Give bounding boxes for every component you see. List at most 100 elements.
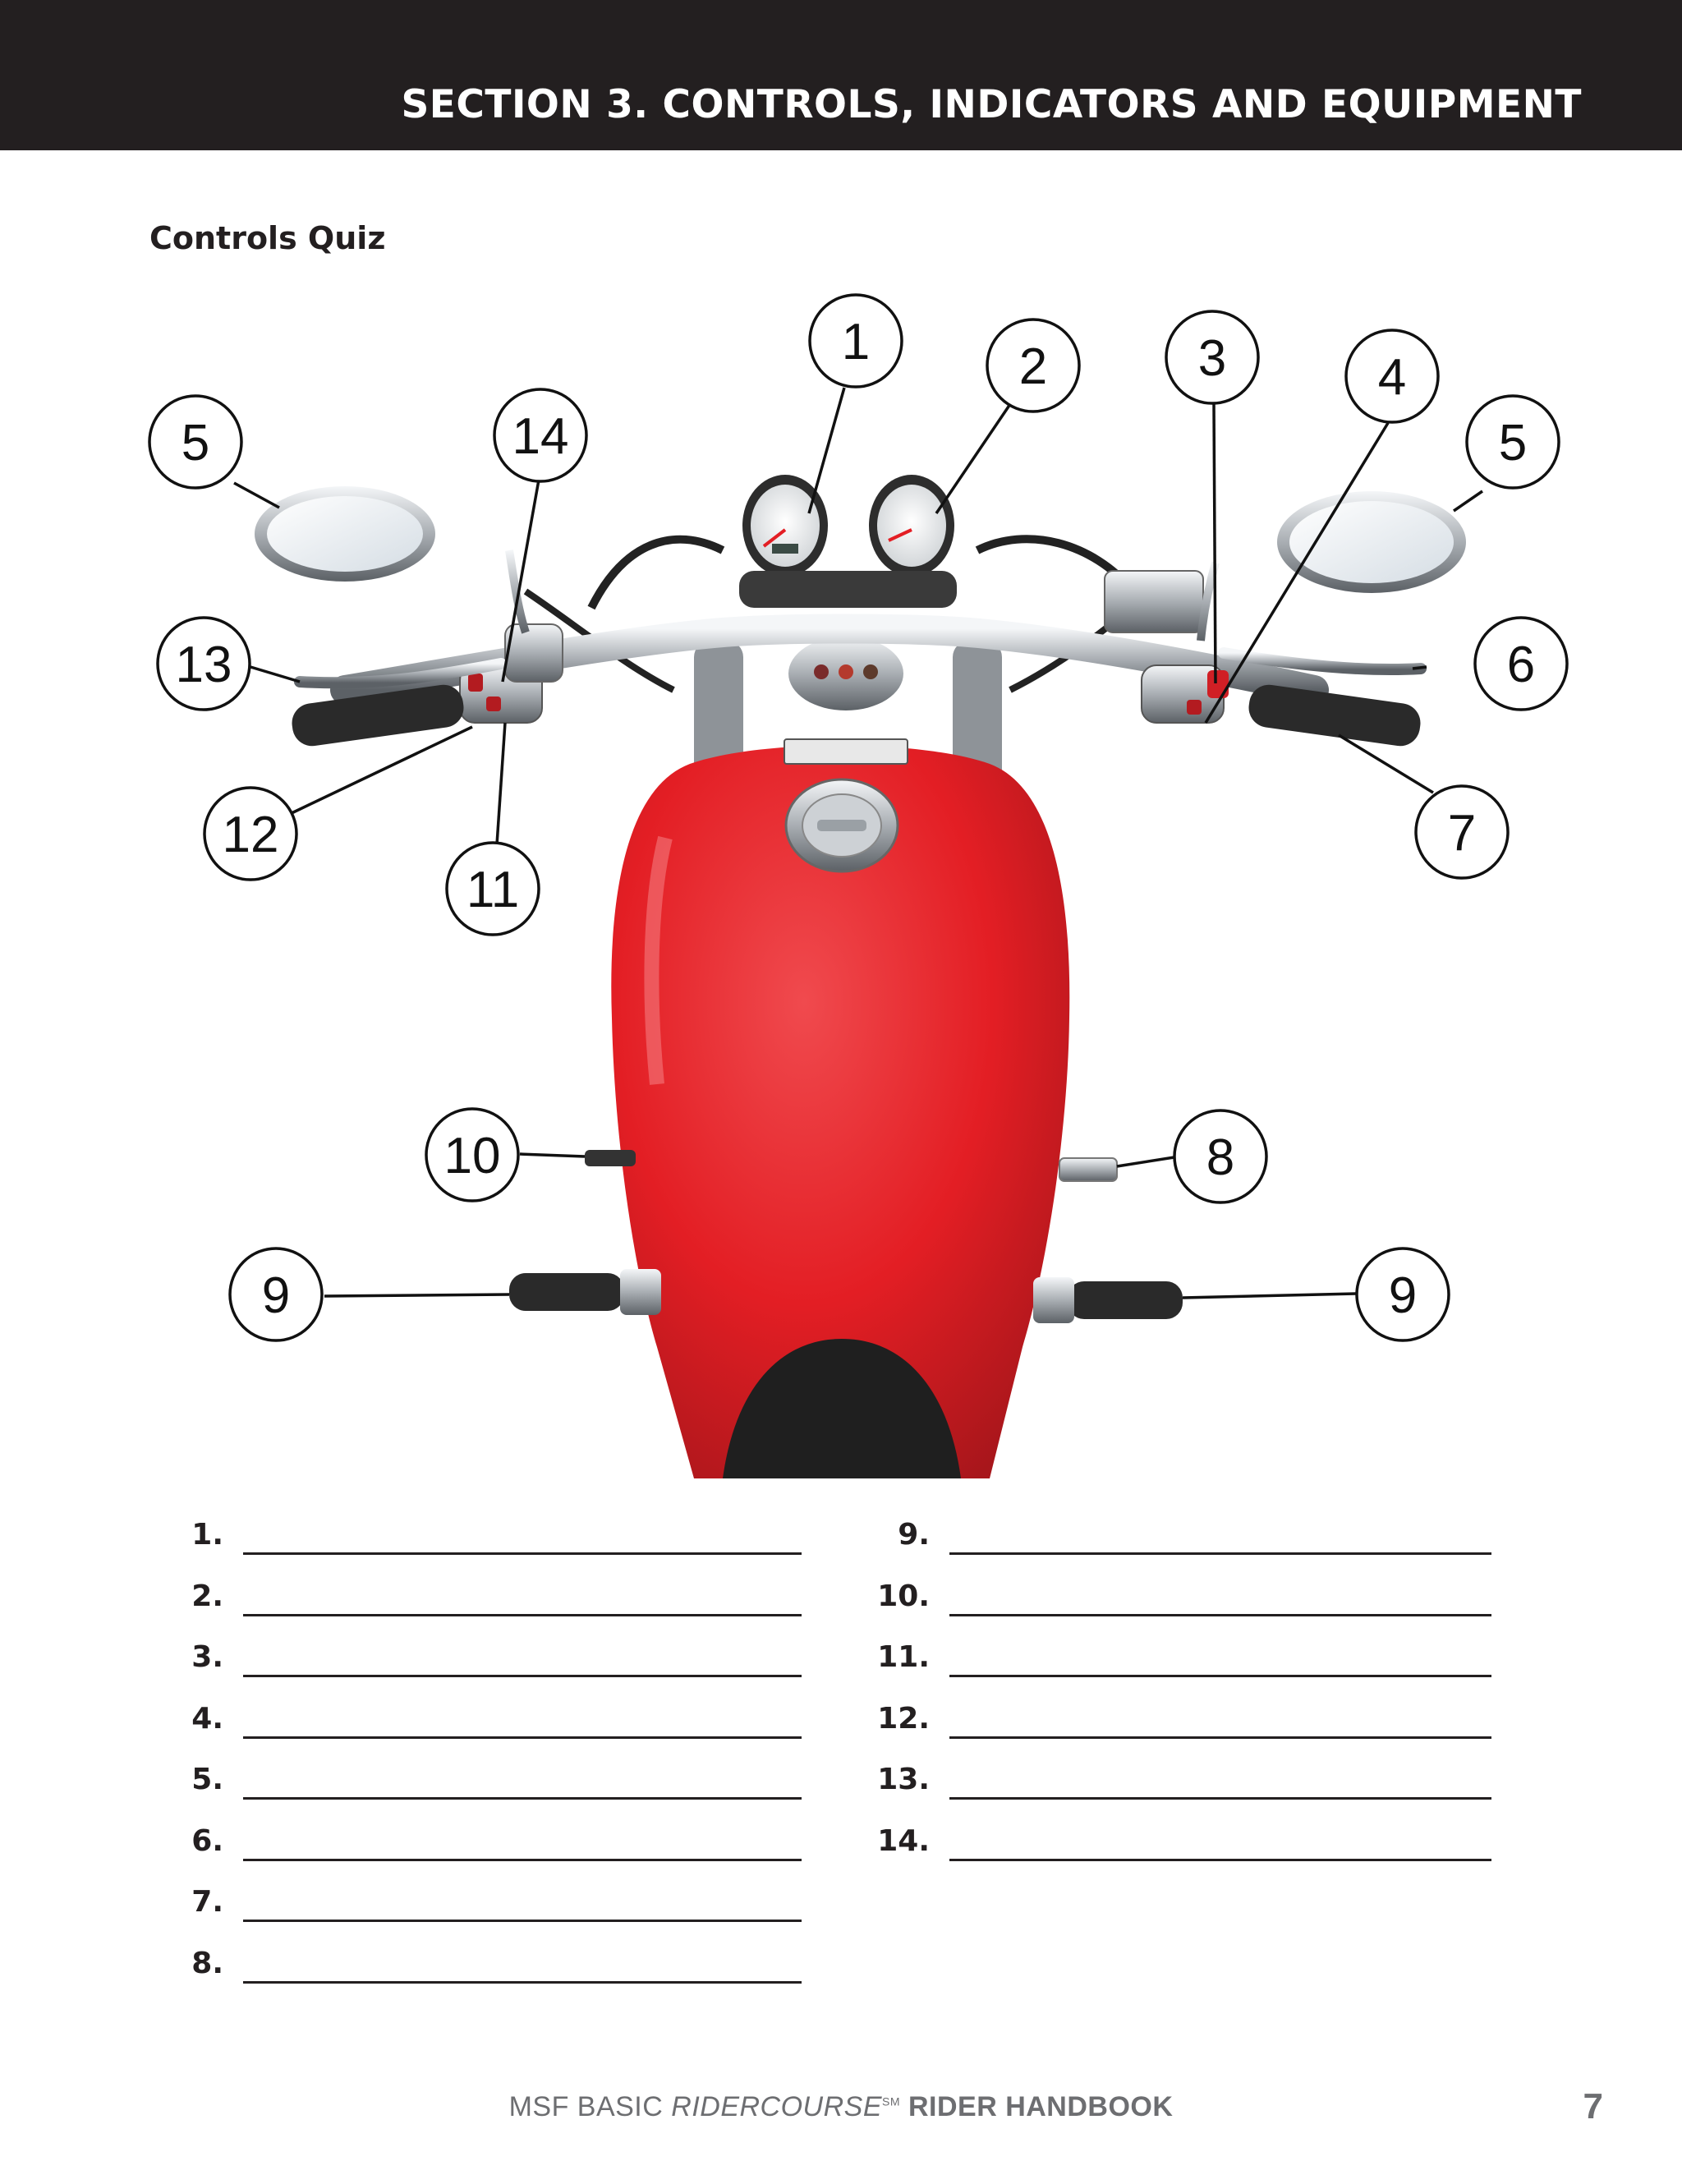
callout-2: 2	[986, 318, 1081, 413]
callout-12: 12	[203, 786, 298, 881]
callout-number: 5	[1499, 415, 1527, 471]
answer-blank-line[interactable]	[243, 1675, 802, 1677]
answer-number: 4.	[191, 1701, 223, 1736]
answer-blank-line[interactable]	[243, 1736, 802, 1739]
fuel-cap-icon	[784, 778, 899, 873]
callout-7: 7	[1414, 784, 1510, 880]
callout-number: 7	[1448, 805, 1476, 862]
callout-number: 2	[1019, 338, 1047, 395]
callout-circle	[1344, 329, 1440, 424]
answer-blank-line[interactable]	[243, 1920, 802, 1922]
answer-number: 13.	[877, 1763, 930, 1796]
callout-13: 13	[156, 616, 251, 711]
callout-circle	[1414, 784, 1510, 880]
section-title: SECTION 3. CONTROLS, INDICATORS AND EQUI…	[401, 82, 1582, 127]
answer-row: 5.	[0, 1763, 1682, 1812]
answer-blank-line[interactable]	[949, 1613, 1491, 1616]
callout-number: 8	[1206, 1129, 1234, 1186]
answer-row: 8.	[0, 1947, 1682, 1996]
footer-brand: RIDERCOURSE	[671, 2091, 883, 2122]
answer-row: 2.	[0, 1579, 1682, 1629]
callout-number: 9	[1389, 1267, 1417, 1324]
cable	[587, 535, 725, 610]
callout-circle	[156, 616, 251, 711]
answer-blank-line[interactable]	[949, 1736, 1491, 1739]
rear-brake-pedal	[1059, 1157, 1118, 1182]
callout-9: 9	[1355, 1247, 1450, 1342]
answer-blank-line[interactable]	[949, 1552, 1491, 1555]
answer-number: 3.	[191, 1640, 223, 1674]
indicator-lights	[788, 637, 903, 710]
callout-9: 9	[228, 1247, 324, 1342]
callout-number: 11	[466, 862, 519, 918]
left-mirror	[255, 486, 530, 634]
answer-blank-line[interactable]	[243, 1613, 802, 1616]
callout-10: 10	[425, 1107, 520, 1202]
callout-circle	[1165, 310, 1260, 405]
left-footrest	[509, 1269, 661, 1315]
answer-blank-line[interactable]	[949, 1797, 1491, 1800]
callout-5: 5	[148, 394, 243, 490]
answer-row: 10.	[0, 1579, 1682, 1629]
right-switch-housing	[1141, 664, 1229, 724]
answer-number: 11.	[877, 1640, 930, 1674]
footer-title: MSF BASIC RIDERCOURSESM RIDER HANDBOOK	[0, 2091, 1682, 2123]
quiz-title: Controls Quiz	[149, 220, 386, 256]
answer-number: 8.	[191, 1946, 223, 1980]
tachometer-icon	[869, 475, 954, 577]
callout-number: 3	[1198, 330, 1226, 387]
callout-circle	[986, 318, 1081, 413]
answer-row: 11.	[0, 1640, 1682, 1690]
callout-11: 11	[445, 841, 540, 936]
answer-blank-line[interactable]	[243, 1858, 802, 1861]
tank-label-plate	[784, 738, 908, 765]
answer-row: 7.	[0, 1885, 1682, 1934]
answer-number: 2.	[191, 1579, 223, 1613]
right-footrest	[1033, 1277, 1183, 1323]
callout-number: 4	[1378, 349, 1406, 406]
callout-number: 14	[512, 408, 569, 465]
page-number: 7	[1583, 2086, 1603, 2127]
tank-highlight	[644, 835, 673, 1085]
answer-row: 4.	[0, 1702, 1682, 1751]
callout-1: 1	[808, 293, 903, 389]
callout-circle	[228, 1247, 324, 1342]
section-header-bar: SECTION 3. CONTROLS, INDICATORS AND EQUI…	[0, 0, 1682, 150]
answer-number: 14.	[877, 1823, 930, 1858]
callout-leader-lines	[233, 387, 1483, 1299]
answer-blank-line[interactable]	[243, 1552, 802, 1555]
callout-number: 5	[182, 415, 209, 471]
answer-row: 1.	[0, 1518, 1682, 1567]
callout-14: 14	[493, 388, 588, 483]
answer-blank-line[interactable]	[243, 1797, 802, 1800]
callout-number: 10	[444, 1128, 501, 1184]
answer-row: 12.	[0, 1702, 1682, 1751]
callout-circle	[1473, 616, 1569, 711]
answer-number: 7.	[191, 1885, 223, 1919]
speedometer-icon	[742, 475, 828, 577]
callout-5: 5	[1465, 394, 1560, 490]
callout-circle	[148, 394, 243, 490]
left-lever-perch	[504, 623, 563, 683]
callout-number: 1	[842, 314, 870, 370]
gauge-housing	[739, 571, 957, 608]
answer-blank-line[interactable]	[949, 1675, 1491, 1677]
footer-trademark: SM	[882, 2094, 901, 2108]
clutch-lever	[294, 658, 507, 689]
answer-number: 5.	[191, 1763, 223, 1796]
answer-blank-line[interactable]	[243, 1980, 802, 1984]
callout-circle	[1173, 1109, 1268, 1204]
answer-row: 13.	[0, 1763, 1682, 1812]
callout-circle	[445, 841, 540, 936]
callout-number: 6	[1507, 637, 1535, 693]
throttle-grip	[1248, 684, 1421, 747]
callout-8: 8	[1173, 1109, 1268, 1204]
fuel-tank	[611, 745, 1070, 1478]
answer-row: 14.	[0, 1824, 1682, 1874]
callout-6: 6	[1473, 616, 1569, 711]
answer-number: 9.	[898, 1518, 930, 1552]
answer-row: 6.	[0, 1824, 1682, 1874]
callout-number: 12	[223, 807, 279, 863]
answer-blank-line[interactable]	[949, 1858, 1491, 1861]
